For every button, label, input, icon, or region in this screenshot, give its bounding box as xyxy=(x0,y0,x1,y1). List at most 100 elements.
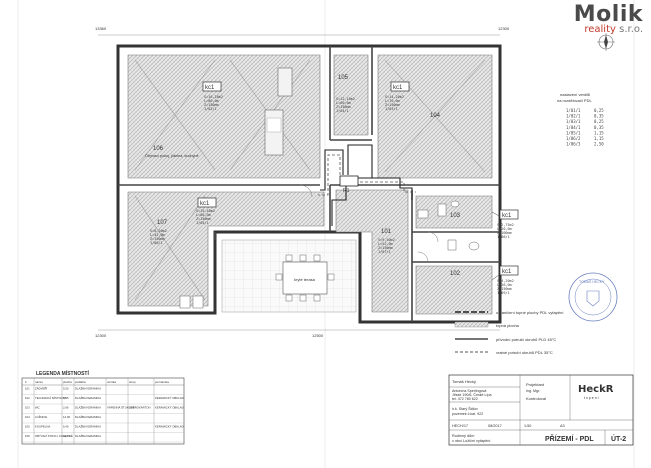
valve-row-value: 1,15 xyxy=(594,136,604,141)
valve-row-key: 1/01/1 xyxy=(566,108,581,113)
circuit-line: Z=150mm xyxy=(385,103,400,107)
valve-row-key: 1/03/1 xyxy=(566,119,581,124)
tb-sheet-title: PŘÍZEMÍ - PDL xyxy=(545,434,594,443)
legend-header: poznámka xyxy=(155,380,169,384)
heated-area-105 xyxy=(333,54,369,136)
circuit-line: Z=150mm xyxy=(336,105,351,109)
circuit-line: Z=150mm xyxy=(497,287,512,291)
valve-row-key: 1/04/1 xyxy=(566,125,581,130)
tb-sheet-no: ÚT-2 xyxy=(611,434,626,443)
heated-area-102 xyxy=(415,265,493,315)
dimension-top: 13360 12300 xyxy=(95,26,510,36)
legend-cell: 14,00 xyxy=(63,415,70,419)
doors xyxy=(214,184,439,263)
legend-cell: ZÁDVEŘÍ xyxy=(35,386,47,391)
circuit-tag: kc1 xyxy=(205,85,215,91)
legend-cell: 106 xyxy=(25,434,30,438)
room-105-number: 105 xyxy=(338,75,349,81)
north-arrow-icon xyxy=(597,33,615,51)
legend-cell: SÁDROKARTON xyxy=(129,406,151,410)
legend-cell: VÁPENNÁ ŠTUKOVÁ xyxy=(107,405,135,410)
circuit-line: L=60,0m xyxy=(336,101,351,105)
legend-supply: přívodní potrubí okruhů PLD 45°C xyxy=(496,337,556,342)
tb-address-3: tel. 472 780 622 xyxy=(452,397,478,401)
legend-cell: 105 xyxy=(25,425,30,429)
terrace: kryté terasa xyxy=(221,239,357,313)
circuit-tag: kc1 xyxy=(502,269,512,275)
legend-cell: WC xyxy=(35,406,40,410)
legend-cell: LOŽNICE xyxy=(35,414,47,419)
circuit-kc1-102-side: kc1 S=4,20m2 L=26,0m Z=150mm 1/09/1 xyxy=(491,265,519,295)
circuit-line: 1/02/1 xyxy=(204,107,217,111)
tb-project-name: Ing. Mgr. xyxy=(526,389,540,393)
circuit-line: L=20,0m xyxy=(497,227,512,231)
valve-row-key: 1/06/2 xyxy=(566,136,581,141)
circuit-tag: kc1 xyxy=(200,201,210,207)
room-106-number: 106 xyxy=(153,146,164,152)
circuit-line: 1/03/1 xyxy=(385,107,398,111)
valve-row-value: 0,35 xyxy=(594,125,604,130)
room-103-number: 103 xyxy=(450,213,461,219)
circuit-line: S=9,50m2 xyxy=(378,238,395,242)
brand-sub-suffix: s.r.o. xyxy=(615,24,643,35)
legend-boundary: ohraničení topné plochy PDL vytápění xyxy=(496,310,564,315)
legend-cell: 101 xyxy=(25,387,30,391)
tb-checker-label: Kontroloval xyxy=(526,396,546,401)
terrace-label: kryté terasa xyxy=(294,277,316,282)
brand-name: Molik xyxy=(573,2,643,27)
legend-cell: DLAŽBA KERAMIKA xyxy=(75,424,101,429)
legend-cell: KERAMICKÝ OBKLAD xyxy=(155,396,184,400)
tb-client-1: h.k. Starý Šidlov xyxy=(452,406,478,411)
rooms-legend-title: LEGENDA MÍSTNOSTÍ xyxy=(36,369,89,377)
dimension-bottom: 12300 12500 xyxy=(95,329,500,338)
tb-date-cell: HECH/17 xyxy=(452,424,468,428)
circuit-line: L=70,0m xyxy=(385,99,400,103)
tb-firm-sub: t o p e n í xyxy=(584,396,599,400)
room-102-number: 102 xyxy=(450,271,461,277)
circuit-kc1-right: kc1 S=14,20m2 L=70,0m Z=150mm 1/03/1 xyxy=(385,81,410,111)
tb-building-2: v obci Lužiční vytápění xyxy=(452,439,491,443)
circuit-line: L=86,0m xyxy=(196,213,211,217)
brand-logo: Molik reality s.r.o. xyxy=(573,2,643,36)
circuit-line: S=12,10m2 xyxy=(336,97,355,101)
circuit-tag: kc1 xyxy=(502,213,512,219)
valve-row-value: 0,35 xyxy=(594,114,604,119)
title-block: Tomáš Hecký Antonína Sperlingová Jiřské … xyxy=(448,374,634,446)
valve-settings-title: nastavení ventilů xyxy=(560,92,590,97)
room-labels: 106 Obývací pokoj, jídelna, kuchyně 105 … xyxy=(145,75,461,277)
valve-row-key: 1/06/3 xyxy=(566,142,581,147)
tb-project-label: Projektant xyxy=(526,382,545,387)
heated-area-106-bottom xyxy=(127,191,325,307)
legend-heated: topná plocha xyxy=(496,323,520,328)
circuit-line: S=16,28m2 xyxy=(204,95,223,99)
legend-cell: TECHNICKÁ MÍSTNOST xyxy=(35,396,67,400)
tb-address-1: Antonína Sperlingová xyxy=(452,389,486,393)
circuit-line: S=15,40m2 xyxy=(196,209,215,213)
circuit-line: 1/04/1 xyxy=(336,109,349,113)
manifold-label: R1 xyxy=(343,188,350,194)
circuit-kc1-107: S=8,20m2 L=42,0m Z=150mm 1/06/1 xyxy=(150,229,167,245)
kitchen-island xyxy=(264,67,293,156)
legend-header: omítka xyxy=(107,380,116,384)
heated-area-103 xyxy=(415,195,493,229)
room-107-number: 107 xyxy=(157,220,168,226)
circuit-kc1-mid: S=12,10m2 L=60,0m Z=150mm 1/04/1 xyxy=(336,97,355,113)
legend-header: č. xyxy=(25,380,28,384)
legend-cell: 5,50 xyxy=(63,387,69,391)
legend-cell: KERAMICKÝ OBKLAD xyxy=(155,406,184,410)
legend-cell: 2,66 xyxy=(63,406,69,410)
dim-bottom-right: 12500 xyxy=(312,333,324,338)
circuit-line: L=26,0m xyxy=(497,283,512,287)
valve-row-value: 0,25 xyxy=(594,119,604,124)
valve-settings-subtitle: na rozdělovači PDL xyxy=(557,98,592,103)
room-101-number: 101 xyxy=(381,229,392,235)
circuit-line: L=42,0m xyxy=(150,233,165,237)
tb-building: Rodinný dům xyxy=(452,434,474,438)
valve-row-value: 1,15 xyxy=(594,130,604,135)
tb-date-cell: A3 xyxy=(560,424,565,428)
tb-org: Tomáš Hecký xyxy=(452,379,476,384)
tb-firm: HeckR xyxy=(578,384,614,395)
room-104-number: 104 xyxy=(430,113,441,119)
legend-cell: 102 xyxy=(25,396,30,400)
